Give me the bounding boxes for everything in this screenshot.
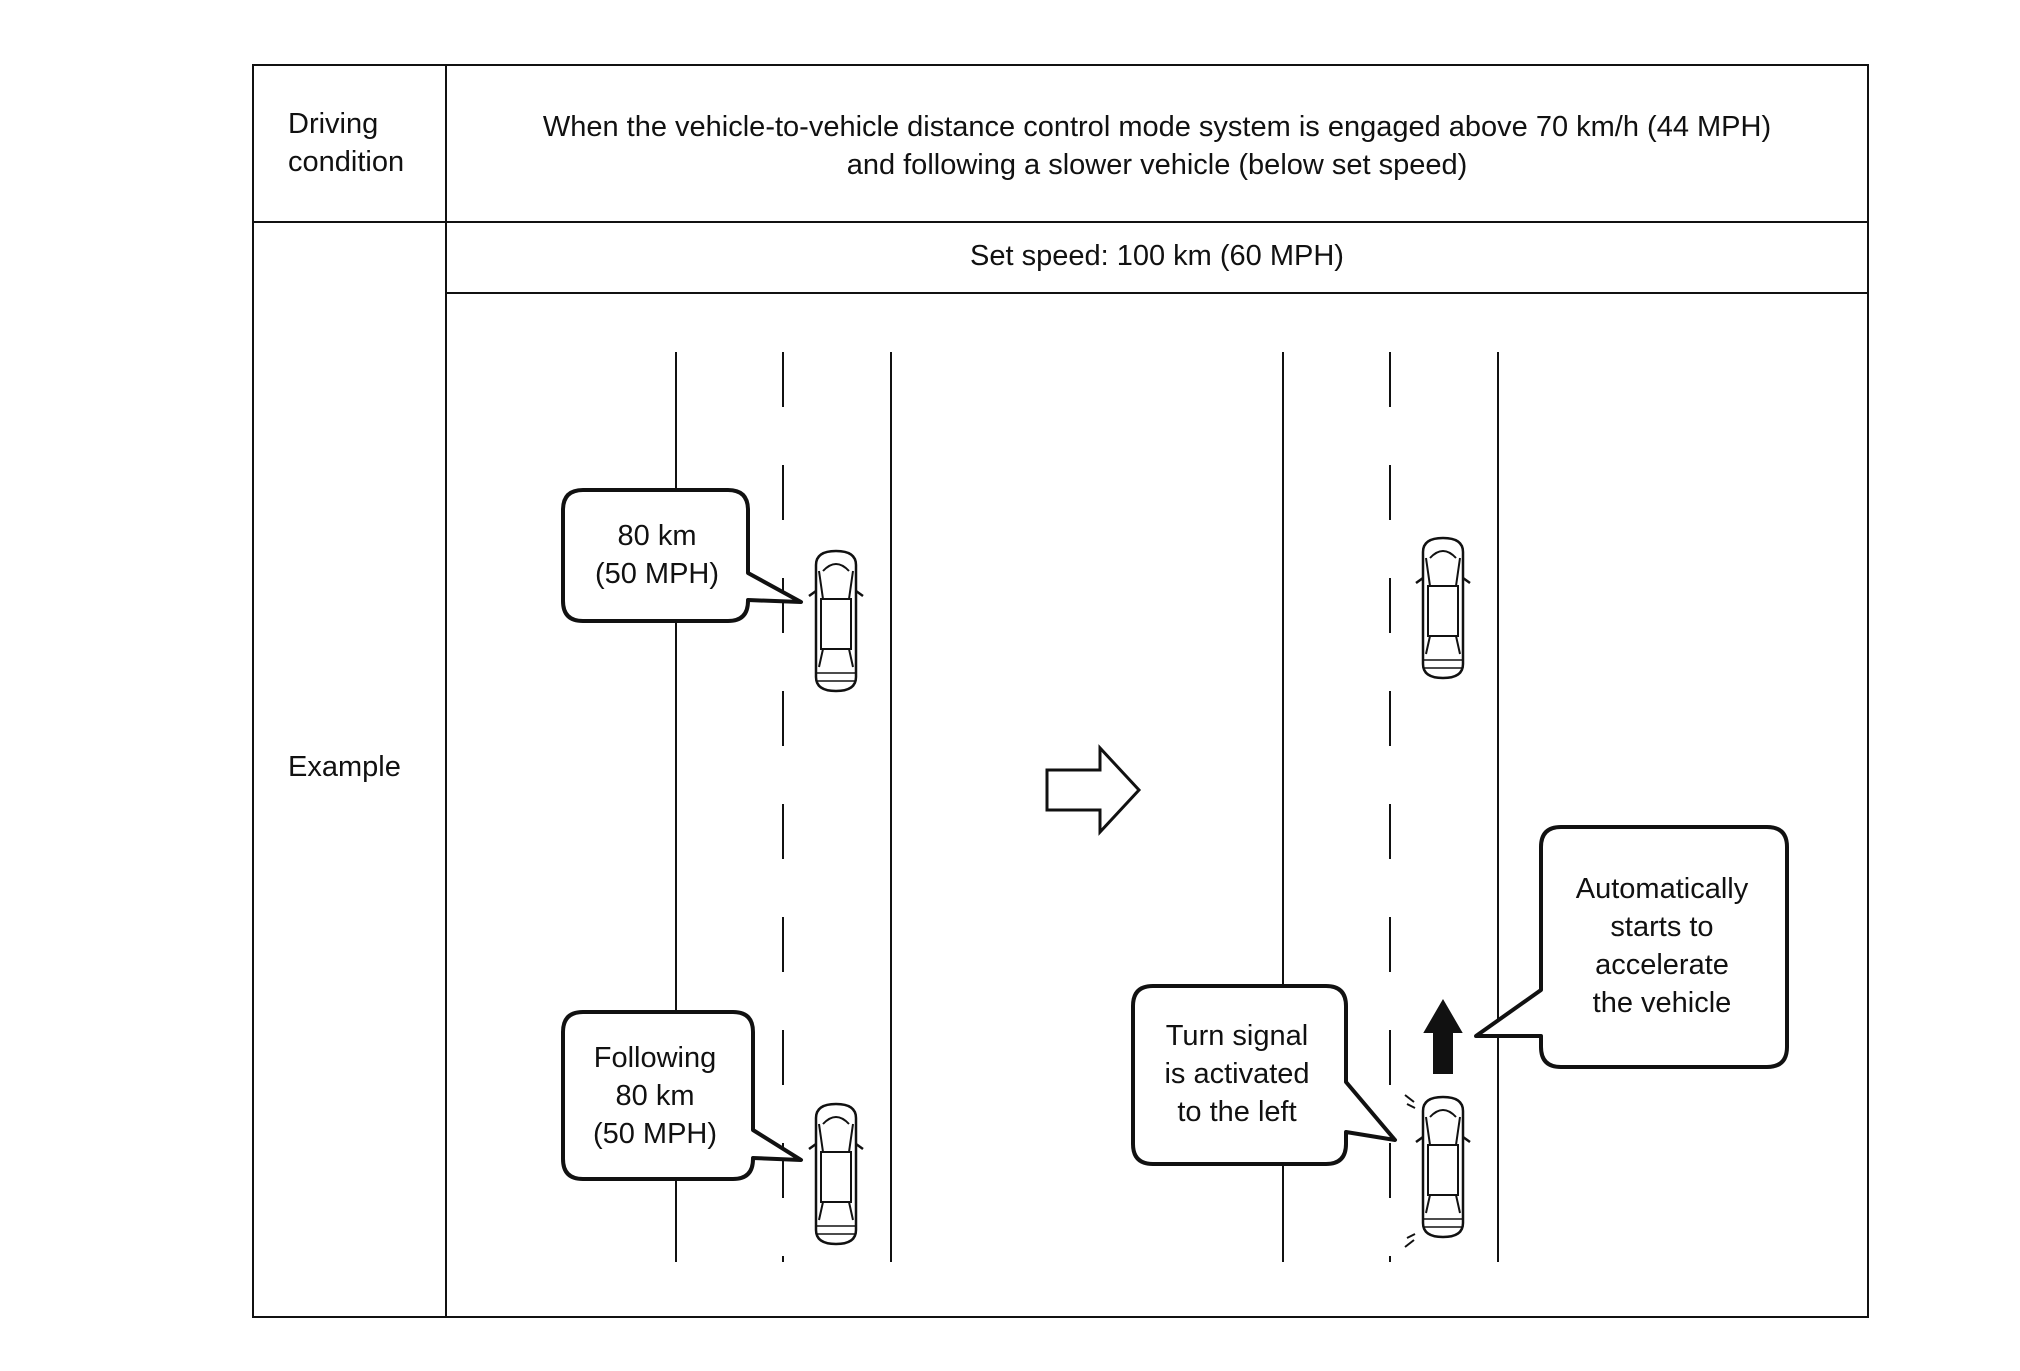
acceleration-arrow-icon: [1423, 999, 1463, 1074]
turn-signal-icon: [1404, 1094, 1416, 1248]
turn-signal-text: Turn signal: [1166, 1020, 1308, 1052]
acceleration-text-2: starts to: [1610, 911, 1713, 943]
turn-signal-text-3: to the left: [1177, 1096, 1296, 1128]
following-speed-bubble: [561, 1010, 803, 1181]
front-speed-bubble: [561, 488, 803, 623]
following-speed-text-3: (50 MPH): [593, 1118, 717, 1150]
car-icon-front-left: [807, 549, 865, 693]
example-label: Example: [288, 751, 401, 783]
acceleration-bubble: [1474, 825, 1789, 1069]
table-frame: [252, 64, 1869, 1318]
driving-condition-label-2: condition: [288, 146, 404, 178]
transition-arrow-icon: [1045, 744, 1142, 836]
condition-description-2: and following a slower vehicle (below se…: [847, 149, 1468, 181]
following-speed-text-2: 80 km: [616, 1080, 695, 1112]
front-speed-text-2: (50 MPH): [595, 558, 719, 590]
driving-condition-label: Driving: [288, 108, 378, 140]
car-icon-own-right: [1414, 1095, 1472, 1239]
condition-description: When the vehicle-to-vehicle distance con…: [543, 111, 1771, 143]
front-speed-text: 80 km: [618, 520, 697, 552]
car-icon-front-right: [1414, 536, 1472, 680]
following-speed-text: Following: [594, 1042, 717, 1074]
turn-signal-text-2: is activated: [1164, 1058, 1309, 1090]
acceleration-text: Automatically: [1576, 873, 1749, 905]
acceleration-text-3: accelerate: [1595, 949, 1729, 981]
turn-signal-bubble: [1131, 984, 1397, 1166]
car-icon-rear-left: [807, 1102, 865, 1246]
acceleration-text-4: the vehicle: [1593, 987, 1732, 1019]
set-speed-label: Set speed: 100 km (60 MPH): [970, 240, 1344, 272]
